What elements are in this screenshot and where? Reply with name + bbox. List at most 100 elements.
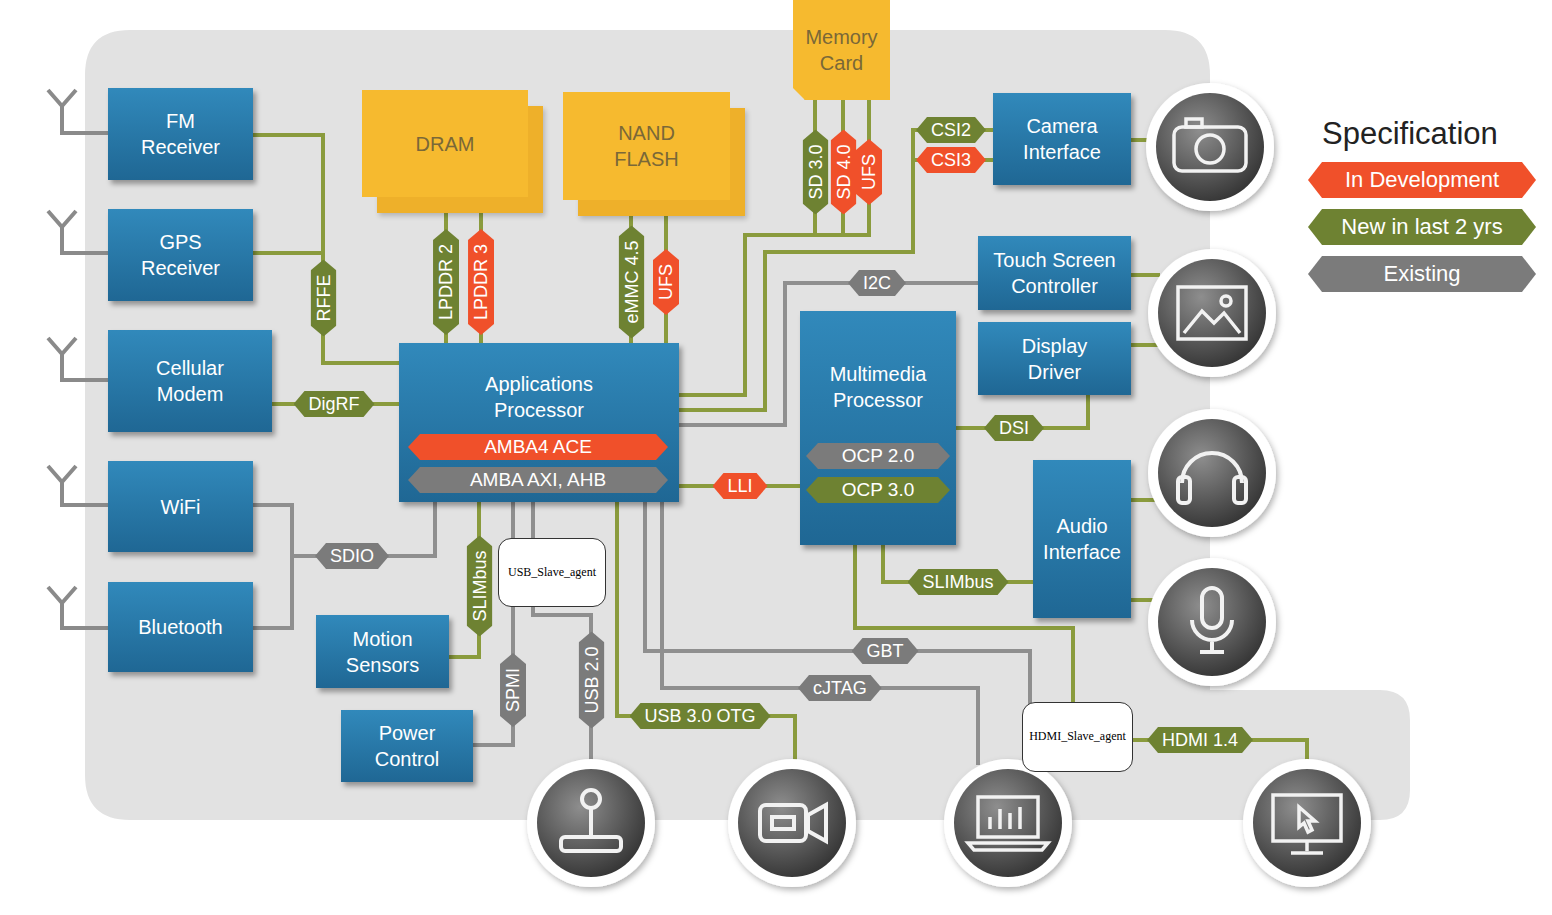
node-text: HDMI_Slave_agent (1029, 729, 1126, 745)
bus-badge: DSI (984, 415, 1044, 441)
component-box: Motion Sensors (316, 615, 449, 688)
bus-badge: USB 2.0 (578, 631, 604, 728)
bus-name: UFS (656, 264, 676, 300)
node-text: Camera Interface (1007, 113, 1117, 165)
node-text: Touch Screen Controller (985, 247, 1125, 299)
node-text: Memory Card (802, 24, 882, 76)
legend-swatch: In Development (1308, 162, 1536, 198)
node-text: OCP 2.0 (842, 443, 915, 469)
node-text: DRAM (416, 131, 475, 157)
bus-name: I2C (863, 273, 891, 293)
component-box: Camera Interface (993, 93, 1131, 185)
bus-badge: LPDDR 2 (433, 229, 459, 335)
bus-name: SPMI (503, 668, 523, 712)
bus-badge: LPDDR 3 (468, 229, 494, 335)
node-text: Bluetooth (138, 614, 223, 640)
node-text: GPS Receiver (131, 229, 231, 281)
bus-badge: CSI3 (916, 147, 986, 173)
bus-badge: HDMI 1.4 (1147, 727, 1253, 753)
component-box: FM Receiver (108, 88, 253, 180)
component-box: Touch Screen Controller (978, 236, 1131, 310)
node-text: USB_Slave_agent (508, 565, 596, 581)
legend-text: New in last 2 yrs (1341, 214, 1502, 239)
node-text: AMBA AXI, AHB (470, 467, 606, 493)
bus-badge: cJTAG (798, 675, 882, 701)
node-text: FM Receiver (131, 108, 231, 160)
node-text: AMBA4 ACE (484, 434, 592, 460)
bus-badge: RFFE (310, 260, 336, 337)
bus-name: SLIMbus (923, 572, 994, 592)
bus-name: SD 3.0 (805, 144, 825, 199)
memory-chip: DRAM (362, 90, 528, 197)
bus-band: OCP 2.0 (806, 443, 950, 469)
bus-badge: USB 3.0 OTG (630, 703, 771, 729)
bus-badge: UFS (856, 139, 882, 205)
component-box: Display Driver (978, 322, 1131, 395)
bus-name: LLI (728, 476, 753, 496)
legend-text: In Development (1345, 167, 1499, 192)
memory-card: Memory Card (793, 0, 890, 100)
node-text: Applications Processor (469, 371, 609, 423)
antennas (48, 90, 108, 628)
node-text: WiFi (161, 494, 201, 520)
bus-badge: eMMC 4.5 (618, 225, 644, 338)
bus-badge: GBT (852, 638, 919, 664)
bus-name: DSI (999, 418, 1029, 438)
bus-name: SD 4.0 (833, 144, 853, 199)
bus-name: eMMC 4.5 (621, 240, 641, 323)
processor-box: Multimedia ProcessorOCP 2.0OCP 3.0 (800, 311, 956, 545)
node-text: Display Driver (1010, 333, 1100, 385)
system-ground (85, 30, 1410, 820)
bus-name: HDMI 1.4 (1162, 730, 1238, 750)
bus-name: UFS (859, 154, 879, 190)
component-box: Bluetooth (108, 582, 253, 672)
bus-badge: SPMI (500, 653, 526, 727)
bus-name: USB 2.0 (581, 646, 601, 713)
bus-badge: SLIMbus (908, 569, 1009, 595)
legend-title: Specification (1322, 116, 1498, 152)
legend-swatch: Existing (1308, 256, 1536, 292)
node-text: Audio Interface (1039, 513, 1125, 565)
bus-name: LPDDR 2 (436, 244, 456, 320)
bus-band: OCP 3.0 (806, 477, 950, 503)
memory-chip: NAND FLASH (563, 92, 730, 200)
bus-badge: DigRF (294, 391, 375, 417)
bus-badge: UFS (653, 249, 679, 315)
bus-name: CSI2 (931, 120, 971, 140)
component-box: WiFi (108, 461, 253, 552)
bus-badge: LLI (713, 473, 768, 499)
bus-name: USB 3.0 OTG (645, 706, 756, 726)
bus-band: AMBA AXI, AHB (408, 467, 668, 493)
component-box: Cellular Modem (108, 330, 272, 432)
legend-text: Existing (1383, 261, 1460, 286)
node-text: Power Control (357, 720, 457, 772)
legend-swatch: New in last 2 yrs (1308, 209, 1536, 245)
bus-badge: I2C (848, 270, 906, 296)
node-text: Cellular Modem (135, 355, 245, 407)
node-text: OCP 3.0 (842, 477, 915, 503)
component-box: Audio Interface (1033, 460, 1131, 618)
bus-name: SLIMbus (469, 550, 489, 621)
bus-badge: SLIMbus (466, 535, 492, 636)
bus-badge: SD 4.0 (830, 129, 856, 214)
bus-name: RFFE (313, 275, 333, 322)
node-text: NAND FLASH (602, 120, 692, 172)
bus-badge: CSI2 (916, 117, 986, 143)
bus-band: AMBA4 ACE (408, 434, 668, 460)
callout-box: USB_Slave_agent (498, 538, 606, 607)
bus-connector (253, 502, 435, 628)
component-box: Power Control (341, 710, 473, 782)
bus-badge: SDIO (315, 543, 389, 569)
bus-name: GBT (867, 641, 904, 661)
node-text: Motion Sensors (333, 626, 433, 678)
bus-name: SDIO (330, 546, 374, 566)
bus-name: CSI3 (931, 150, 971, 170)
bus-name: DigRF (309, 394, 360, 414)
bus-name: LPDDR 3 (471, 244, 491, 320)
node-text: Multimedia Processor (813, 361, 943, 413)
callout-box: HDMI_Slave_agent (1022, 702, 1133, 772)
component-box: GPS Receiver (108, 209, 253, 301)
bus-connector (253, 253, 399, 363)
processor-box: Applications ProcessorAMBA4 ACE AMBA AXI,… (399, 343, 679, 502)
bus-name: cJTAG (813, 678, 867, 698)
